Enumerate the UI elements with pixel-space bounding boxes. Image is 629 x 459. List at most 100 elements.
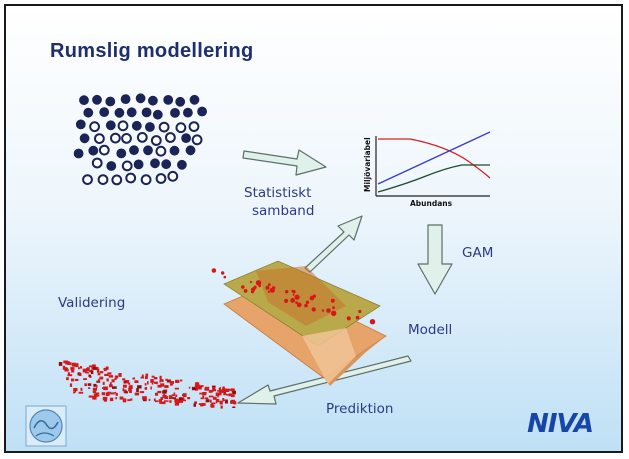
prediction-point bbox=[102, 381, 105, 385]
prediction-point bbox=[115, 392, 118, 396]
sample-point bbox=[158, 121, 170, 133]
sample-point bbox=[136, 131, 148, 143]
prediction-point bbox=[84, 383, 87, 387]
prediction-point bbox=[222, 388, 226, 393]
prediction-point bbox=[96, 368, 100, 373]
sample-point bbox=[117, 120, 129, 132]
prediction-point bbox=[93, 383, 97, 387]
prediction-point bbox=[109, 384, 113, 388]
label-validering: Validering bbox=[58, 295, 126, 311]
prediction-point bbox=[111, 379, 115, 383]
prediction-point bbox=[85, 371, 89, 374]
prediction-point bbox=[223, 393, 227, 396]
sample-point bbox=[125, 172, 137, 184]
prediction-point bbox=[107, 372, 112, 375]
prediction-point bbox=[211, 402, 216, 405]
prediction-point bbox=[80, 366, 83, 369]
map-red-dot bbox=[267, 290, 271, 293]
prediction-point bbox=[99, 371, 104, 374]
prediction-point bbox=[84, 378, 87, 380]
prediction-point bbox=[188, 386, 191, 389]
prediction-point bbox=[97, 373, 101, 376]
prediction-point bbox=[182, 394, 187, 396]
prediction-point bbox=[109, 382, 112, 385]
prediction-point bbox=[194, 386, 198, 391]
map-red-dot bbox=[294, 294, 300, 300]
prediction-point bbox=[205, 399, 210, 403]
sample-point bbox=[91, 157, 103, 169]
prediction-point bbox=[101, 392, 105, 396]
prediction-point bbox=[230, 388, 235, 392]
prediction-point bbox=[125, 391, 128, 394]
prediction-point bbox=[208, 390, 213, 393]
label-gam: GAM bbox=[462, 245, 494, 261]
prediction-point bbox=[212, 385, 216, 388]
chart-red-curve bbox=[378, 138, 491, 179]
map-red-dot bbox=[309, 295, 315, 301]
arrow-prediction bbox=[237, 355, 412, 405]
prediction-point bbox=[71, 369, 75, 373]
prediction-point bbox=[79, 373, 82, 376]
prediction-point bbox=[160, 383, 165, 387]
prediction-point bbox=[115, 397, 117, 400]
prediction-point bbox=[92, 364, 96, 367]
prediction-point bbox=[173, 392, 176, 396]
map-red-dot bbox=[355, 315, 360, 320]
prediction-point bbox=[99, 376, 104, 380]
map-red-dot bbox=[296, 302, 302, 308]
sample-point bbox=[110, 132, 121, 144]
prediction-point bbox=[182, 397, 185, 401]
prediction-point bbox=[201, 403, 206, 406]
niva-logo: NIVA bbox=[527, 409, 594, 439]
map-red-dot bbox=[304, 303, 308, 308]
sample-point bbox=[175, 96, 186, 107]
prediction-point bbox=[132, 377, 136, 380]
prediction-point bbox=[85, 369, 90, 371]
prediction-point bbox=[103, 399, 107, 402]
prediction-point bbox=[180, 379, 183, 382]
sample-point bbox=[135, 93, 146, 104]
prediction-point bbox=[69, 383, 73, 387]
sample-point bbox=[126, 107, 137, 118]
sample-point bbox=[150, 135, 162, 146]
prediction-point bbox=[195, 382, 200, 385]
prediction-point bbox=[66, 377, 69, 381]
map-red-dot bbox=[243, 289, 248, 293]
map-red-dot bbox=[290, 298, 296, 303]
prediction-point bbox=[137, 385, 142, 389]
prediction-point bbox=[73, 363, 78, 366]
sample-point bbox=[131, 120, 142, 131]
prediction-point bbox=[198, 403, 202, 405]
sample-point bbox=[143, 145, 153, 156]
map-red-dot bbox=[221, 271, 225, 275]
sample-point bbox=[155, 145, 167, 157]
sample-point bbox=[181, 133, 192, 144]
sample-point bbox=[170, 108, 180, 118]
prediction-point bbox=[231, 394, 235, 398]
map-red-dot bbox=[369, 319, 376, 325]
prediction-point bbox=[103, 386, 108, 391]
prediction-point bbox=[150, 379, 154, 383]
prediction-point bbox=[104, 373, 109, 376]
map-layers bbox=[211, 260, 387, 386]
prediction-point bbox=[68, 362, 72, 365]
prediction-point bbox=[88, 374, 91, 377]
prediction-point bbox=[73, 388, 78, 392]
prediction-point bbox=[191, 386, 196, 391]
prediction-point bbox=[98, 378, 100, 382]
sample-point bbox=[191, 134, 203, 146]
prediction-points bbox=[58, 360, 237, 409]
prediction-point bbox=[95, 392, 100, 394]
prediction-point bbox=[215, 392, 220, 396]
prediction-point bbox=[170, 383, 173, 386]
prediction-point bbox=[88, 387, 91, 389]
sample-point bbox=[133, 159, 144, 170]
prediction-point bbox=[92, 387, 97, 391]
sample-point bbox=[83, 107, 94, 118]
map-red-dot bbox=[241, 285, 245, 289]
prediction-point bbox=[109, 397, 114, 402]
map-red-dot bbox=[305, 300, 310, 304]
prediction-point bbox=[136, 388, 139, 393]
map-red-dot bbox=[255, 280, 262, 286]
prediction-point bbox=[74, 389, 77, 393]
